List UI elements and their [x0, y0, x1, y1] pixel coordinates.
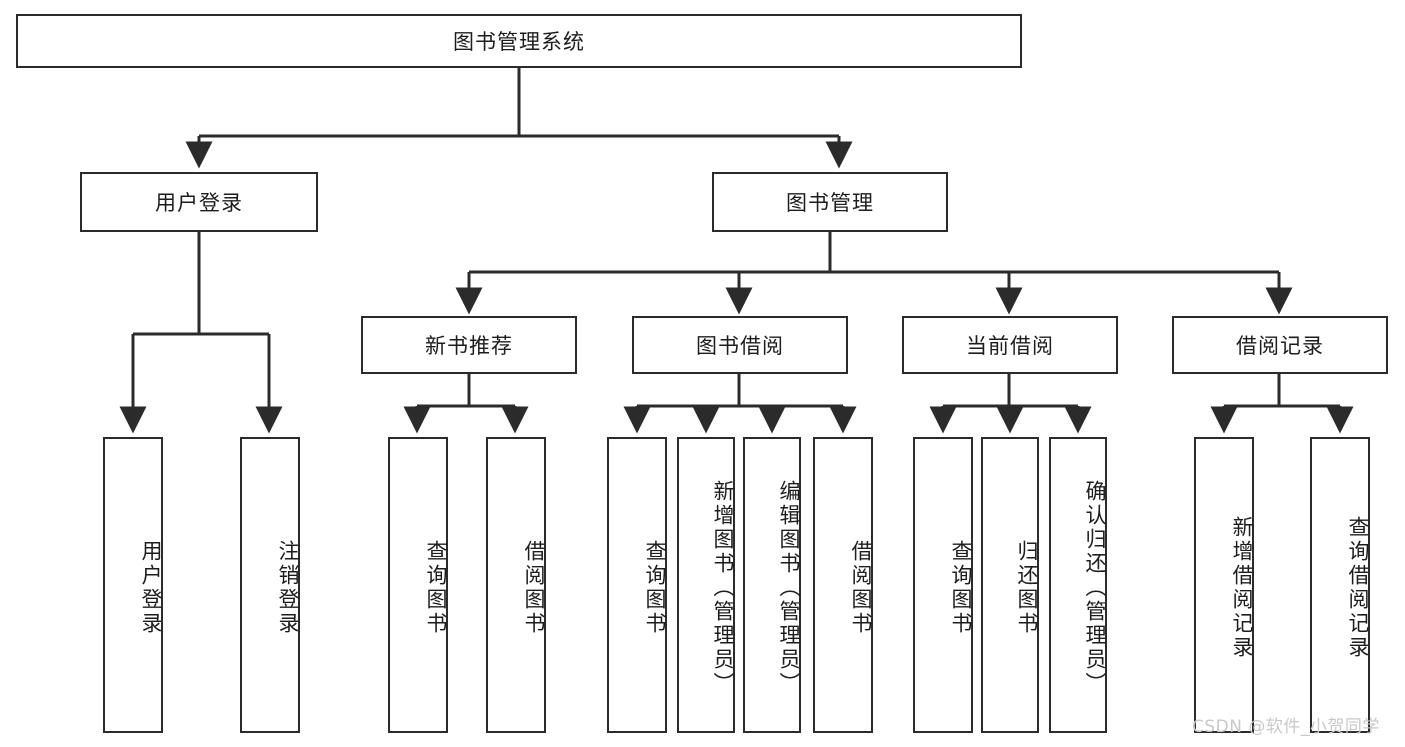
leaf-label: 确认归还（管理员）	[1083, 480, 1107, 696]
leaf-label: 归还图书	[1015, 540, 1039, 636]
leaf-label: 借阅图书	[849, 540, 873, 636]
node-borrow-records[interactable]: 借阅记录	[1172, 316, 1388, 374]
leaf-borrow-book[interactable]: 借阅图书	[813, 437, 873, 733]
leaf-edit-book-admin[interactable]: 编辑图书（管理员）	[743, 437, 801, 733]
node-user-login[interactable]: 用户登录	[80, 172, 318, 232]
leaf-label: 查询图书	[643, 540, 667, 636]
leaf-add-borrow-record[interactable]: 新增借阅记录	[1194, 437, 1254, 733]
leaf-return-book[interactable]: 归还图书	[981, 437, 1039, 733]
leaf-add-book-admin[interactable]: 新增图书（管理员）	[677, 437, 735, 733]
leaf-label: 借阅图书	[522, 540, 546, 636]
watermark: CSDN @软件_小贺同学	[1192, 717, 1380, 737]
leaf-label: 查询借阅记录	[1346, 516, 1370, 660]
leaf-label: 新增图书（管理员）	[711, 480, 735, 696]
leaf-label: 查询图书	[424, 540, 448, 636]
leaf-query-book-recommend[interactable]: 查询图书	[388, 437, 448, 733]
leaf-confirm-return-admin[interactable]: 确认归还（管理员）	[1049, 437, 1107, 733]
node-book-borrow[interactable]: 图书借阅	[632, 316, 848, 374]
leaf-borrow-book-recommend[interactable]: 借阅图书	[486, 437, 546, 733]
leaf-label: 用户登录	[139, 540, 163, 636]
leaf-label: 查询图书	[949, 540, 973, 636]
leaf-label: 编辑图书（管理员）	[777, 480, 801, 696]
node-new-book-recommend[interactable]: 新书推荐	[361, 316, 577, 374]
leaf-label: 注销登录	[276, 540, 300, 636]
node-current-borrow[interactable]: 当前借阅	[902, 316, 1118, 374]
leaf-query-borrow-record[interactable]: 查询借阅记录	[1310, 437, 1370, 733]
node-book-management[interactable]: 图书管理	[712, 172, 948, 232]
leaf-user-login[interactable]: 用户登录	[103, 437, 163, 733]
leaf-user-logout[interactable]: 注销登录	[240, 437, 300, 733]
leaf-query-book-borrow[interactable]: 查询图书	[607, 437, 667, 733]
leaf-label: 新增借阅记录	[1230, 516, 1254, 660]
node-root[interactable]: 图书管理系统	[16, 14, 1022, 68]
leaf-query-book-current[interactable]: 查询图书	[913, 437, 973, 733]
